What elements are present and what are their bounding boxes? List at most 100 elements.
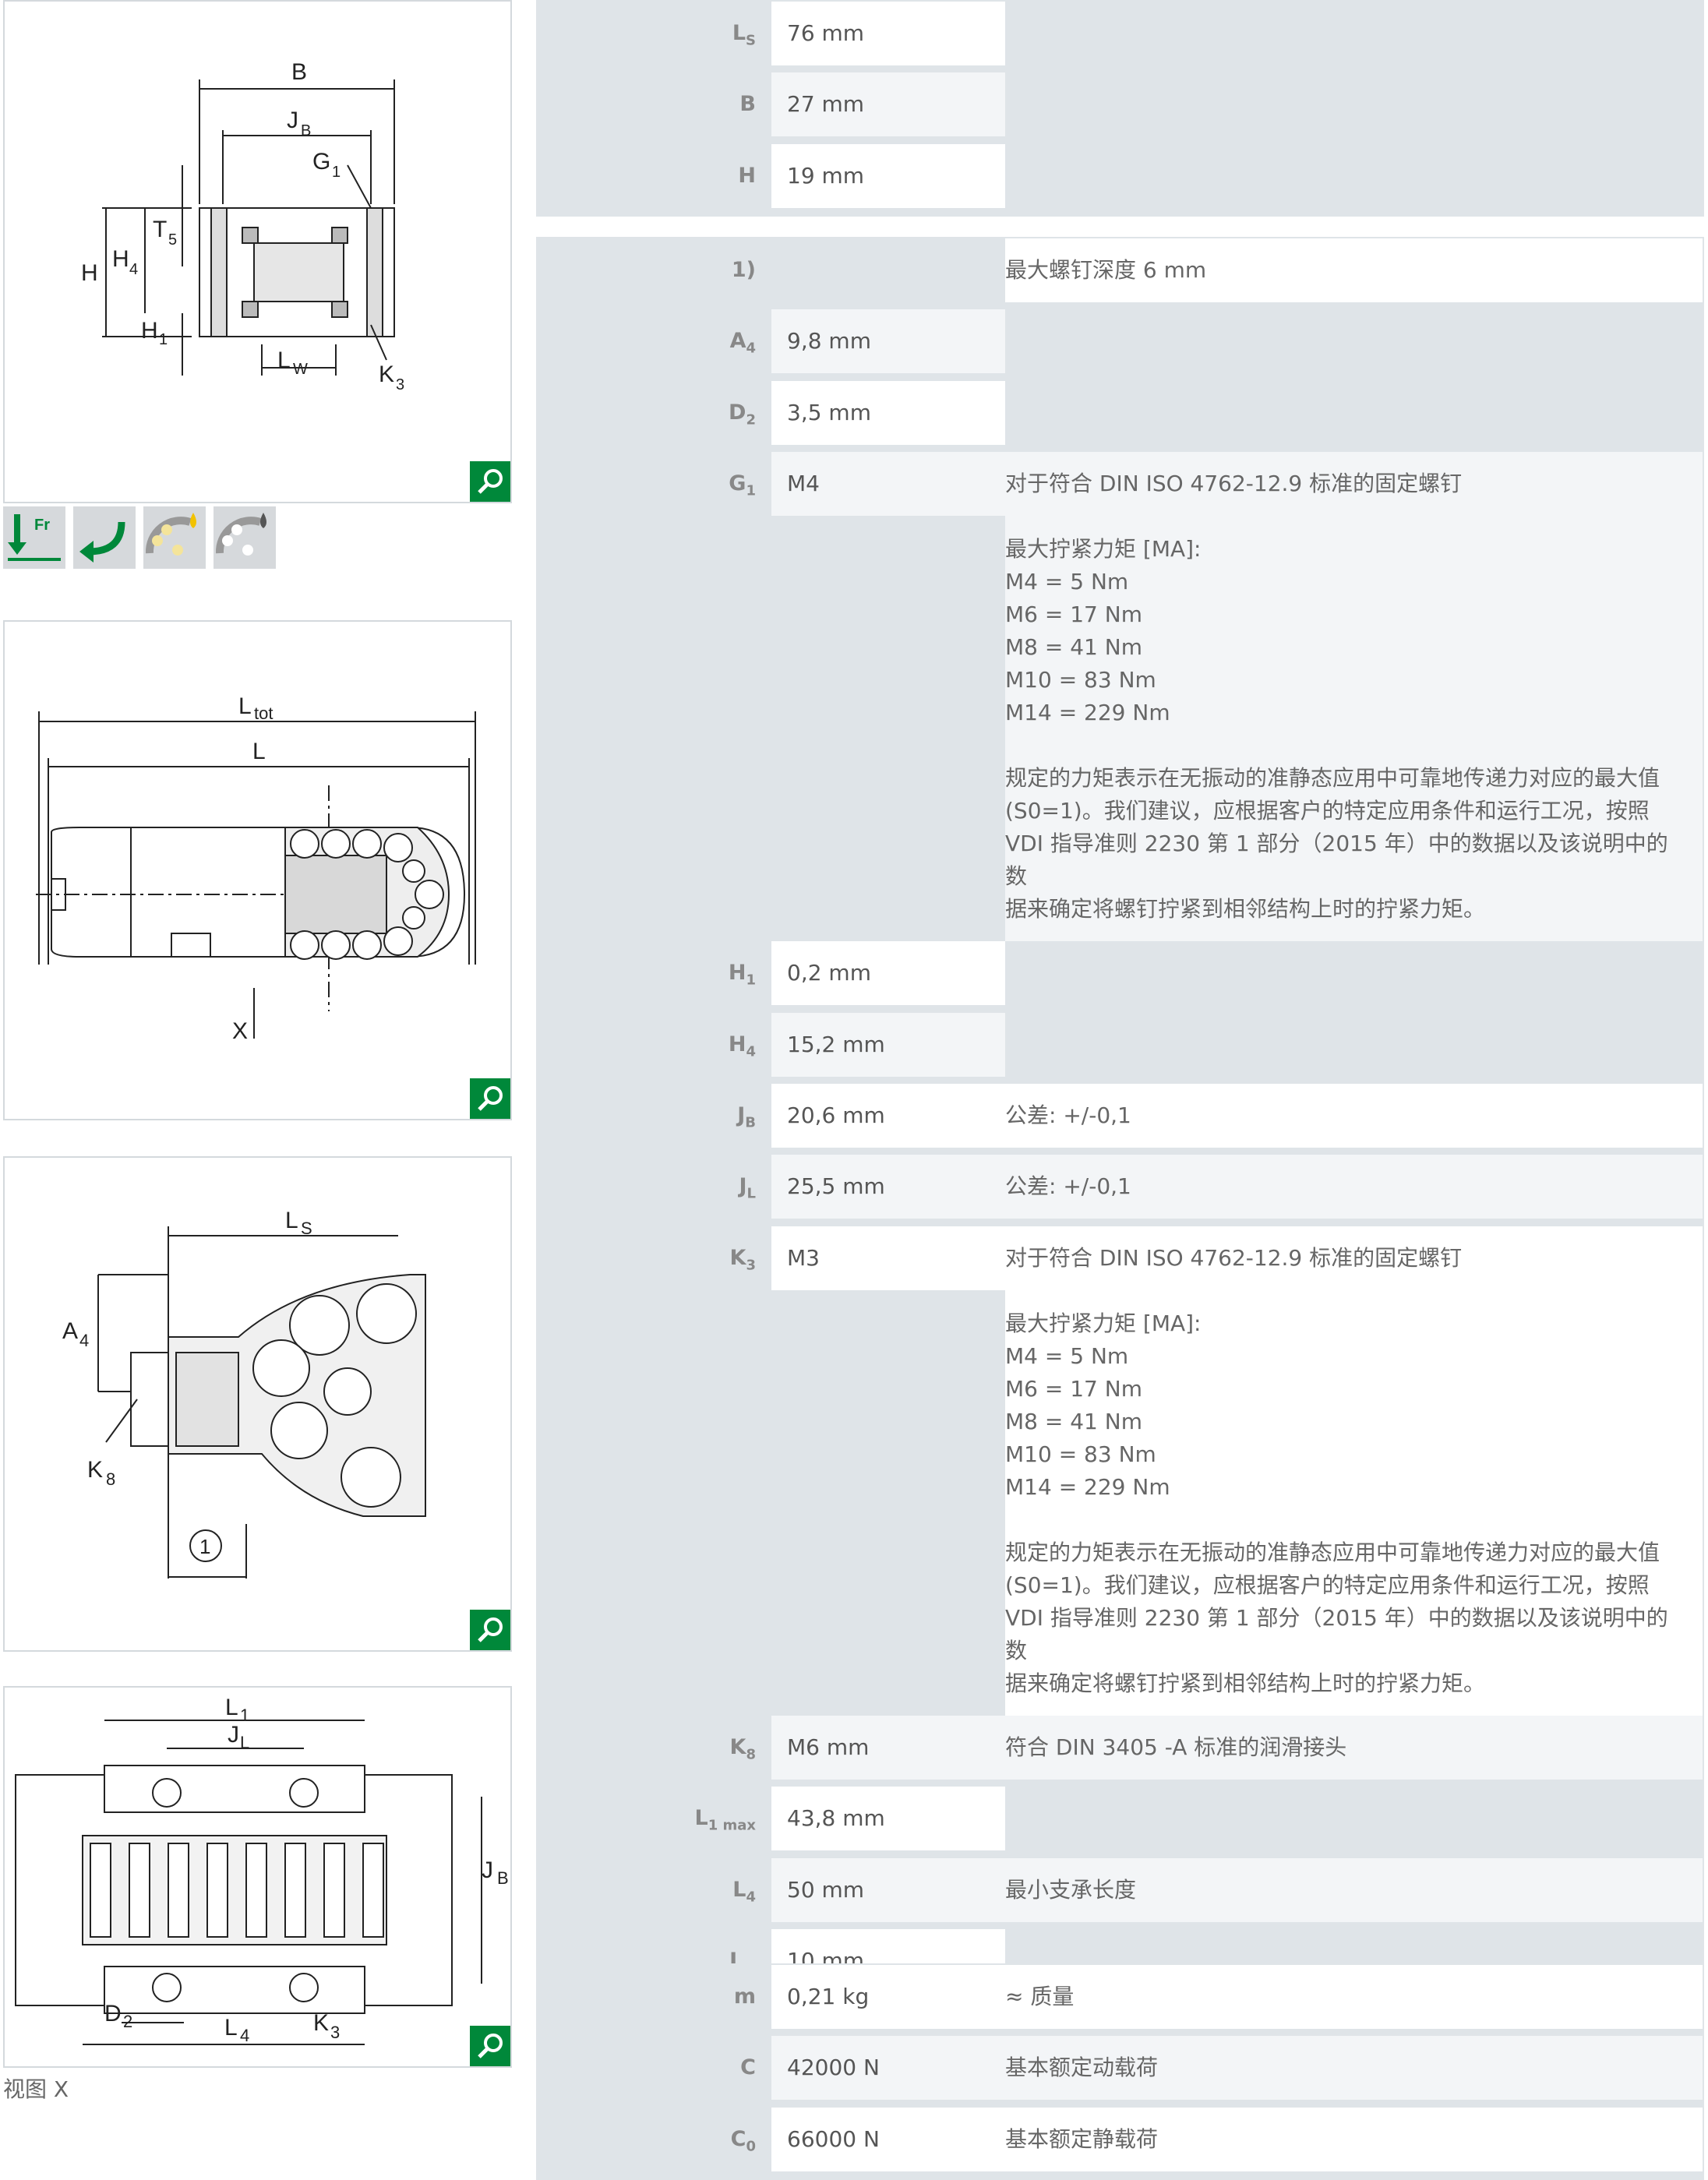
cross-section-svg: B J B G 1 T 5 H 4 H H 1 L W K 3 (81, 59, 404, 393)
param-key: C0 (730, 2126, 756, 2155)
param-note: 对于符合 DIN ISO 4762-12.9 标准的固定螺钉 最大拧紧力矩 [M… (1005, 452, 1703, 942)
label-k3: K (313, 2010, 329, 2036)
zoom-button[interactable] (470, 461, 510, 502)
label-h: H (81, 260, 98, 286)
label-jb: J (482, 1857, 493, 1883)
param-value: 19 mm (771, 143, 1005, 208)
drawing-lubrication-detail: L S A 4 K 8 1 (3, 1156, 512, 1652)
param-key: L4 (732, 1877, 756, 1905)
table-row: B 27 mm (538, 72, 1703, 143)
param-value: 43,8 mm (771, 1787, 1005, 1851)
param-key: H1 (728, 961, 756, 989)
param-value: 25,5 mm (771, 1155, 1005, 1219)
svg-text:B: B (301, 122, 311, 139)
label-jl: J (228, 1722, 239, 1748)
label-k8: K (87, 1457, 103, 1483)
param-key: D2 (729, 400, 756, 429)
label-h1: H (141, 318, 158, 344)
param-key: JB (737, 1102, 756, 1131)
label-k3: K (379, 362, 394, 387)
param-key: LS (732, 21, 756, 49)
dimension-table-main: LS 76 mm B 27 mm H 19 mm (536, 0, 1704, 217)
svg-text:3: 3 (396, 376, 404, 393)
param-value: M3 (771, 1226, 1005, 1290)
param-value: 0,21 kg (771, 1965, 1005, 2029)
svg-text:S: S (301, 1219, 312, 1238)
svg-text:1: 1 (332, 164, 341, 181)
drawing-side-view: L tot L X (3, 620, 512, 1120)
svg-text:3: 3 (330, 2023, 340, 2042)
zoom-button[interactable] (470, 2026, 510, 2066)
rotation-arrow-icon (73, 506, 136, 569)
param-value: 76 mm (771, 2, 1005, 65)
param-key: L1 max (694, 1806, 756, 1834)
param-key: A4 (729, 329, 756, 357)
label-g1: G (312, 149, 330, 175)
param-value: 50 mm (771, 1857, 1005, 1922)
param-value: 42000 N (771, 2036, 1005, 2101)
param-key: 1) (731, 258, 756, 282)
param-note: 符合 DIN 3405 -A 标准的润滑接头 (1005, 1715, 1703, 1780)
table-row: L1 max 43,8 mm (538, 1787, 1703, 1857)
label-d2: D (104, 2001, 122, 2027)
param-key: H (738, 163, 756, 188)
param-key: K8 (729, 1734, 756, 1763)
param-value: 15,2 mm (771, 1012, 1005, 1077)
symbol-icons: Fr (3, 506, 315, 569)
label-a4: A (62, 1318, 78, 1344)
param-note: 公差: +/-0,1 (1005, 1083, 1703, 1148)
label-ltot: L (238, 693, 252, 719)
zoom-button[interactable] (470, 1078, 510, 1119)
callout-1: 1 (199, 1535, 210, 1558)
param-note: ≈ 质量 (1005, 1965, 1703, 2029)
param-value: 27 mm (771, 72, 1005, 137)
param-note: 最小支承长度 (1005, 1857, 1703, 1922)
param-key: m (733, 1984, 756, 2009)
oil-lubrication-icon (143, 506, 206, 569)
table-row: 1)最大螺钉深度 6 mm (538, 238, 1703, 309)
label-l: L (252, 739, 266, 764)
svg-text:5: 5 (168, 231, 177, 249)
table-row: H1 0,2 mm (538, 941, 1703, 1012)
param-value: 0,2 mm (771, 941, 1005, 1006)
label-b: B (291, 59, 307, 85)
label-jb: J (287, 108, 298, 133)
svg-text:8: 8 (106, 1469, 115, 1489)
lubrication-detail-svg: L S A 4 K 8 1 (62, 1208, 426, 1579)
svg-text:W: W (293, 361, 308, 378)
label-x: X (232, 1018, 248, 1044)
param-key: B (739, 92, 756, 117)
svg-text:4: 4 (240, 2026, 249, 2045)
table-row: m 0,21 kg≈ 质量 (538, 1965, 1703, 2036)
side-view-svg: L tot L X (36, 693, 476, 1044)
param-note: 对于符合 DIN ISO 4762-12.9 标准的固定螺钉 最大拧紧力矩 [M… (1005, 1226, 1703, 1716)
label-lw: L (277, 347, 291, 373)
magnifier-icon (478, 1617, 503, 1642)
zoom-button[interactable] (470, 1610, 510, 1650)
param-value: M4 (771, 452, 1005, 517)
param-note: 基本额定静载荷 (1005, 2107, 1703, 2171)
param-key: K3 (729, 1245, 756, 1274)
magnifier-icon (478, 1086, 503, 1111)
table-row: LS 76 mm (538, 2, 1703, 72)
radial-load-icon: Fr (3, 506, 65, 569)
grease-lubrication-icon (214, 506, 276, 569)
table-row: H 19 mm (538, 143, 1703, 215)
magnifier-icon (478, 469, 503, 494)
param-value: M6 mm (771, 1715, 1005, 1780)
label-l1: L (225, 1695, 238, 1720)
param-key: JL (739, 1174, 756, 1202)
svg-text:4: 4 (79, 1331, 89, 1350)
magnifier-icon (478, 2034, 503, 2058)
param-value: 66000 N (771, 2107, 1005, 2171)
